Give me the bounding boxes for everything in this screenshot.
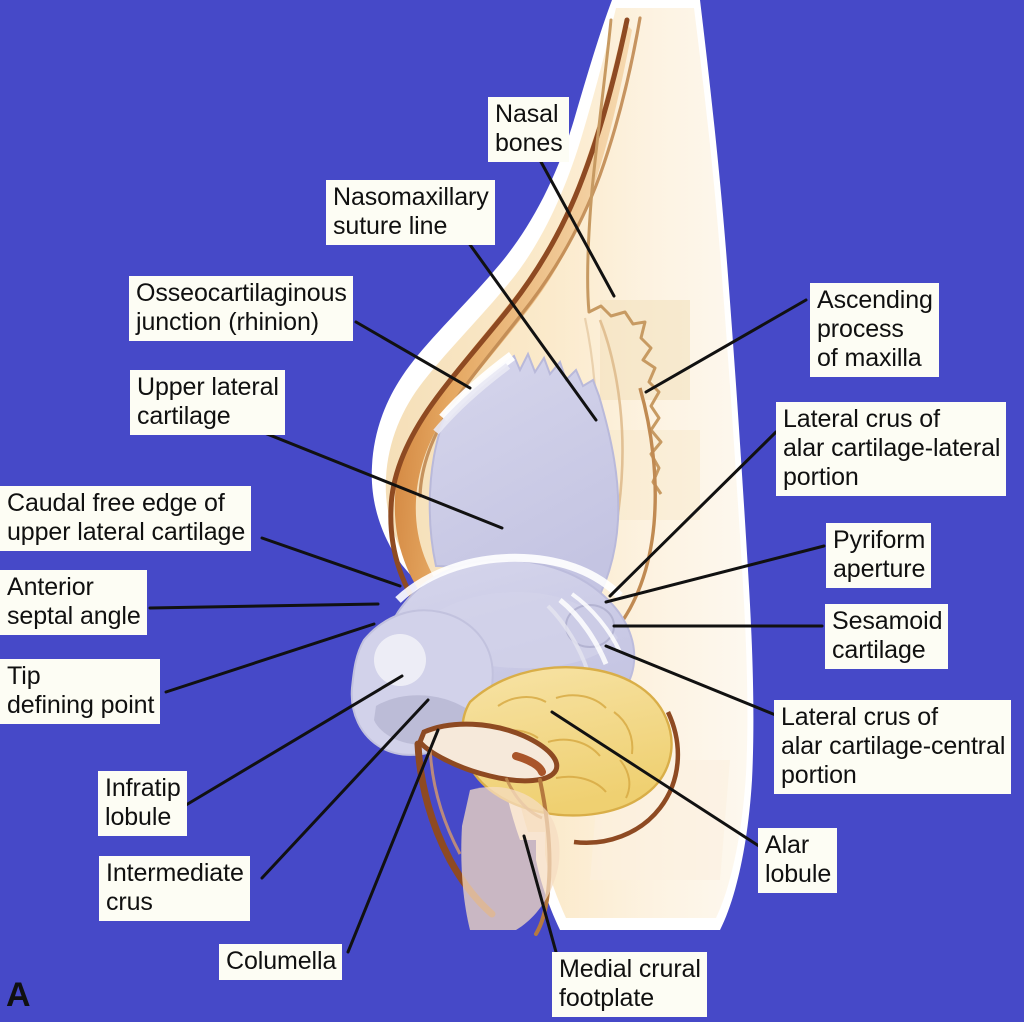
label-nasal-bones: Nasal bones bbox=[488, 97, 569, 162]
tip-defining-point-highlight bbox=[374, 634, 426, 686]
label-lateral-crus-central: Lateral crus of alar cartilage-central p… bbox=[774, 700, 1012, 794]
label-alar-lobule: Alar lobule bbox=[758, 828, 838, 893]
label-pyriform-aperture: Pyriform aperture bbox=[826, 523, 932, 588]
label-sesamoid-cartilage: Sesamoid cartilage bbox=[825, 604, 949, 669]
label-lateral-crus-lateral: Lateral crus of alar cartilage-lateral p… bbox=[776, 402, 1007, 496]
label-osseocartilaginous-junction: Osseocartilaginous junction (rhinion) bbox=[129, 276, 353, 341]
label-nasomaxillary-suture-line: Nasomaxillary suture line bbox=[326, 180, 495, 245]
label-anterior-septal-angle: Anterior septal angle bbox=[0, 570, 147, 635]
label-medial-crural-footplate: Medial crural footplate bbox=[552, 952, 707, 1017]
label-intermediate-crus: Intermediate crus bbox=[99, 856, 250, 921]
label-columella: Columella bbox=[219, 944, 343, 980]
label-ascending-process-of-maxilla: Ascending process of maxilla bbox=[810, 283, 939, 377]
panel-letter: A bbox=[6, 976, 31, 1014]
label-infratip-lobule: Infratip lobule bbox=[98, 771, 187, 836]
label-tip-defining-point: Tip defining point bbox=[0, 659, 161, 724]
label-caudal-free-edge: Caudal free edge of upper lateral cartil… bbox=[0, 486, 252, 551]
columella-and-medial-crus bbox=[414, 721, 560, 936]
label-upper-lateral-cartilage: Upper lateral cartilage bbox=[130, 370, 285, 435]
